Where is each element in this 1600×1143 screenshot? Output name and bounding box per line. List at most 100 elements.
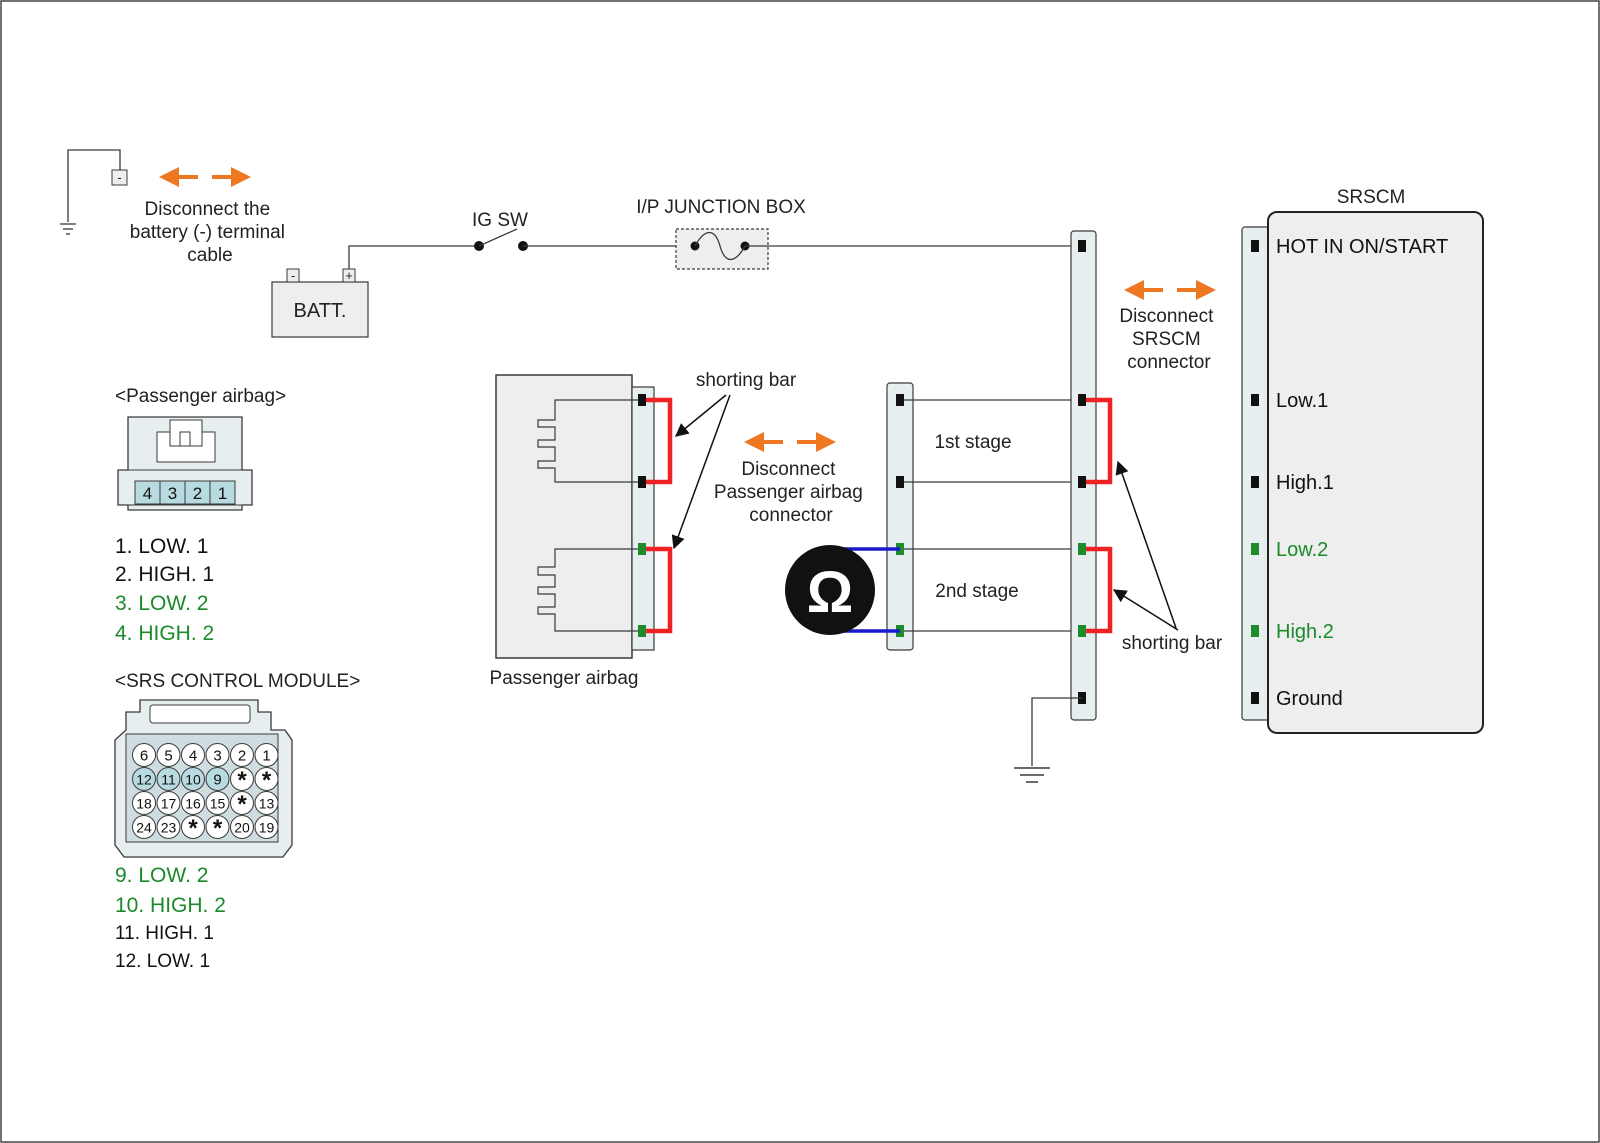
srs-cavity-label: * [237,767,247,794]
harness-connector-middle-pin [896,394,904,406]
harness-connector-right-pin [1078,476,1086,488]
battery-plus-label: + [345,268,353,283]
srs-cavity [156,767,181,791]
leader-arrow-3 [1115,460,1177,629]
srs-cavity-label: 24 [136,820,152,836]
srs-cavity-label: 11 [161,772,176,788]
srscm-pin-list: HOT IN ON/STARTLow.1High.1Low.2High.2Gro… [1251,236,1448,710]
shorting-bar-srscm-2 [1086,546,1113,634]
passenger-airbag-component [495,374,655,659]
srs-cavity [205,767,230,791]
srs-cavity [230,743,254,767]
harness-connector-middle [886,382,914,651]
srs-cavity [132,815,156,839]
srs-cavity [132,791,156,815]
passenger-pin-list: 1. LOW. 1 2. HIGH. 1 3. LOW. 2 4. HIGH. … [115,535,214,645]
srs-cavity-label: 13 [259,796,275,812]
srs-cavity-label: 6 [140,748,148,765]
srs-cavity [254,743,279,767]
first-stage-label: 1st stage [934,432,1011,453]
srscm-pin [1251,394,1259,406]
srs-cavity [230,791,254,815]
battery-terminal-cable: - [60,149,128,235]
srs-cavity [254,767,279,791]
shorting-bar-passenger-1 [646,397,673,485]
battery-minus-label: - [291,268,295,283]
passenger-cavity-1: 1 [218,484,227,503]
srs-cavity [181,743,205,767]
srs-cavity-label: * [188,815,198,842]
shorting-bar-label-right: shorting bar [1122,633,1223,654]
ground-wire [1031,697,1082,766]
leader-arrow-4 [1112,589,1179,631]
srscm-pin-label: Ground [1276,688,1343,710]
disconnect-srscm-line-3: connector [1127,352,1211,373]
passenger-connector-cavities: 4 3 2 1 [134,480,236,505]
srs-module-connector-title: <SRS CONTROL MODULE> [115,671,360,692]
srs-cavity-label: 15 [210,796,226,812]
ground-symbol-icon [60,223,76,235]
srscm-pin-label: HOT IN ON/START [1276,236,1448,258]
srs-cavity-label: 9 [213,772,221,789]
passenger-pin-1: 1. LOW. 1 [115,535,208,558]
harness-connector-middle-pin [896,476,904,488]
srscm-pin-label: High.1 [1276,472,1334,494]
srscm-pin-label: Low.1 [1276,390,1328,412]
srs-cavity [254,815,279,839]
srscm-module-box [1267,211,1484,734]
disconnect-battery-label: Disconnect the battery (-) terminal cabl… [130,199,290,266]
leader-arrow-2 [671,394,731,550]
srscm-pin [1251,543,1259,555]
srs-cavity [254,791,279,815]
disconnect-srscm-label: Disconnect SRSCM connector [1119,306,1218,373]
harness-connector-right [1070,230,1097,721]
srs-cavity [181,767,205,791]
ohmmeter-icon: Ω [785,545,900,635]
srs-cavity [230,767,254,791]
srs-cavity [230,815,254,839]
ground-symbol-icon [1014,767,1050,783]
disconnect-battery-line-3: cable [187,245,232,266]
srs-cavity [205,743,230,767]
disconnect-battery-line-2: battery (-) terminal [130,222,285,243]
srs-cavity-label: 12 [136,772,152,788]
disconnect-passenger-line-2: Passenger airbag [714,482,863,503]
srs-cavity [132,767,156,791]
srs-cavity [156,815,181,839]
srscm-pin-label: Low.2 [1276,539,1328,561]
disconnect-passenger-label: Disconnect Passenger airbag connector [714,459,868,526]
srscm-pin [1251,476,1259,488]
battery-terminal-box [111,169,128,186]
harness-connector-right-pin [1078,543,1086,555]
srs-cavity-label: 17 [161,796,177,812]
srs-cavity [205,815,230,839]
srs-cavity-label: 2 [238,748,246,765]
harness-connector-right-pin [1078,240,1086,252]
srs-cavity-label: 4 [189,748,197,765]
second-stage-label: 2nd stage [935,581,1018,602]
srs-cavity-label: 10 [185,772,201,788]
disconnect-passenger-line-1: Disconnect [741,459,836,480]
srscm-pin [1251,625,1259,637]
disconnect-srscm-line-1: Disconnect [1119,306,1214,327]
passenger-pin-3: 3. LOW. 2 [115,592,208,615]
srs-cavity-label: 16 [185,796,201,812]
srs-cavity [156,791,181,815]
harness-connector-right-pin [1078,394,1086,406]
battery-label: BATT. [294,300,347,322]
harness-connector-right-pin [1078,625,1086,637]
battery-terminal-minus: - [117,170,121,185]
srs-cavity [205,791,230,815]
srs-module-pin-12: 12. LOW. 1 [115,951,210,972]
passenger-cavity-2: 2 [193,484,202,503]
passenger-pin-2: 2. HIGH. 1 [115,563,214,586]
srs-cavity-label: 20 [234,820,250,836]
ohmmeter-symbol: Ω [807,560,854,625]
srs-cavity-label: 1 [262,748,270,765]
srs-module-pin-9: 9. LOW. 2 [115,864,208,887]
srs-module-pin-11: 11. HIGH. 1 [115,923,214,944]
shorting-bar-passenger-2 [646,546,673,634]
